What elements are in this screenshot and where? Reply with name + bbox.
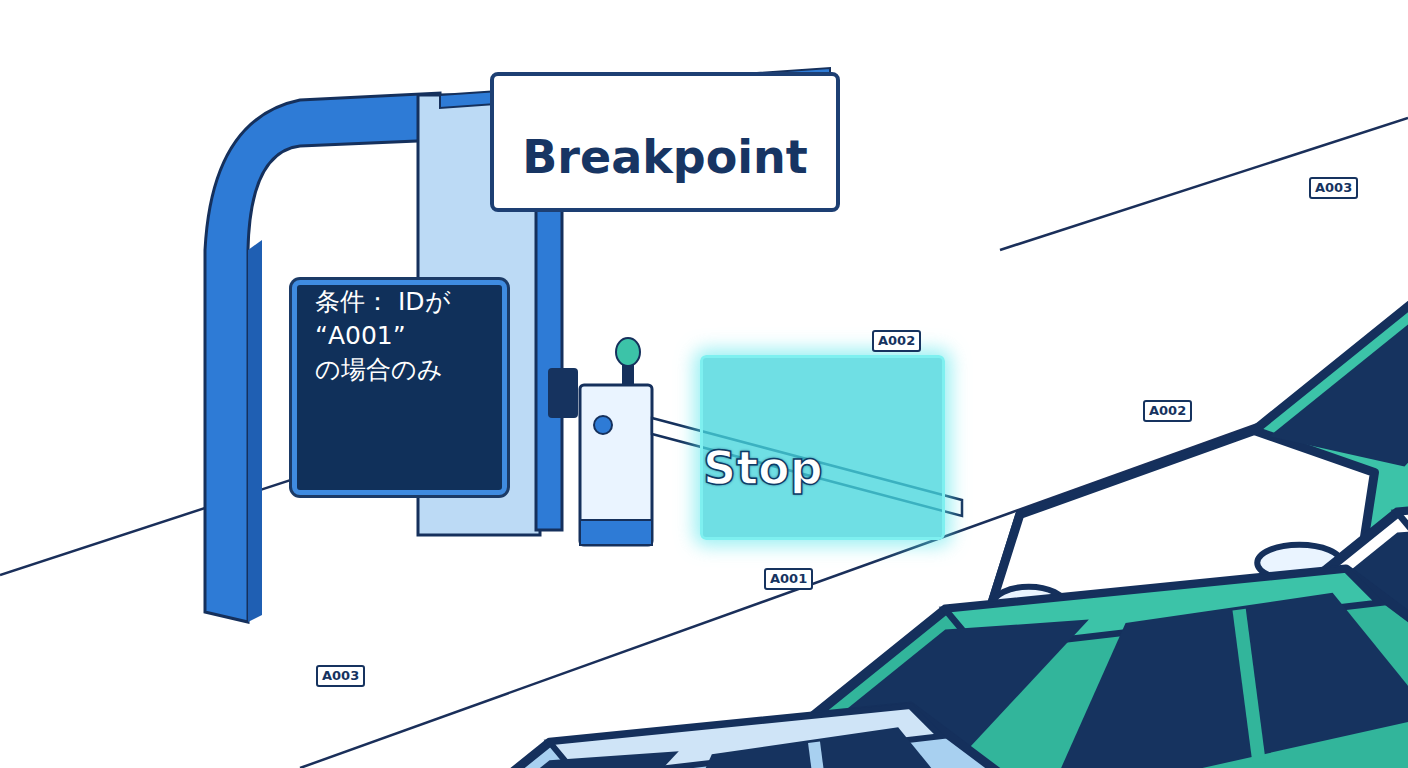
condition-panel: 条件： IDが “A001” の場合のみ — [292, 280, 507, 495]
breakpoint-sign: Breakpoint — [490, 72, 840, 212]
node-text: Stop — [703, 441, 823, 495]
road-edge — [1000, 118, 1408, 250]
node-text: 条件： IDが “A001” の場合のみ — [315, 285, 484, 386]
barrier — [580, 338, 962, 545]
booth-button — [594, 416, 612, 434]
gate-arch-side — [248, 240, 262, 622]
gate-pillar-front — [536, 200, 562, 530]
control-box — [548, 368, 578, 418]
car — [78, 706, 1130, 768]
license-plate: A003 — [316, 665, 365, 687]
signal-lamp — [616, 338, 640, 366]
stop-panel: Stop — [700, 355, 945, 540]
booth-base — [580, 520, 652, 545]
license-plate: A001 — [764, 568, 813, 590]
license-plate: A003 — [1309, 177, 1358, 199]
license-plate: A002 — [1143, 400, 1192, 422]
barrier-booth — [580, 385, 652, 545]
node-text: Breakpoint — [522, 130, 808, 184]
license-plate: A002 — [872, 330, 921, 352]
